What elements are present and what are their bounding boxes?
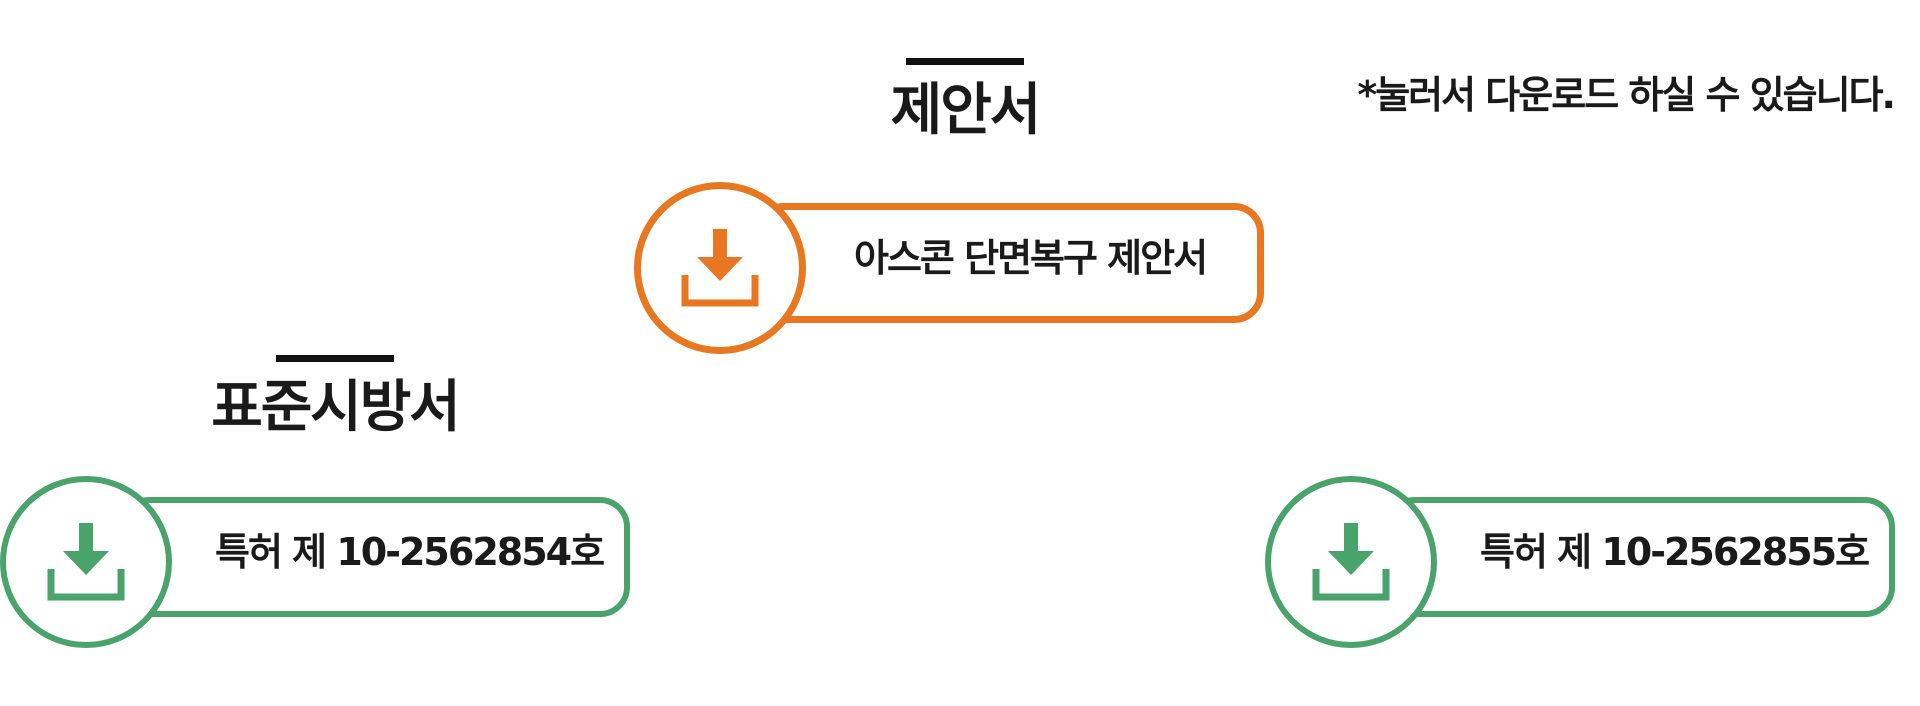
download-icon — [681, 229, 759, 307]
spec-heading-text: 표준시방서 — [211, 375, 461, 440]
button-pill — [754, 203, 1264, 323]
proposal-section-heading: 제안서 — [830, 58, 1100, 139]
patent-download-button-2[interactable]: 특허 제 10-2562855호 — [1265, 476, 1895, 648]
download-icon — [47, 523, 125, 601]
proposal-heading-text: 제안서 — [890, 78, 1042, 143]
patent-download-label-1: 특허 제 10-2562854호 — [215, 530, 605, 574]
patent-download-label-2: 특허 제 10-2562855호 — [1480, 530, 1870, 574]
download-icon-circle — [0, 476, 172, 648]
download-icon — [1312, 523, 1390, 601]
proposal-download-label: 아스콘 단면복구 제안서 — [854, 236, 1208, 280]
download-hint-note: *눌러서 다운로드 하실 수 있습니다. — [1357, 73, 1896, 117]
download-icon-circle — [634, 182, 806, 354]
download-icon-circle — [1265, 476, 1437, 648]
proposal-download-button[interactable]: 아스콘 단면복구 제안서 — [634, 182, 1264, 354]
button-pill — [120, 497, 630, 617]
patent-download-button-1[interactable]: 특허 제 10-2562854호 — [0, 476, 630, 648]
heading-bar — [276, 355, 394, 362]
heading-bar — [906, 58, 1024, 65]
spec-section-heading: 표준시방서 — [200, 355, 470, 436]
